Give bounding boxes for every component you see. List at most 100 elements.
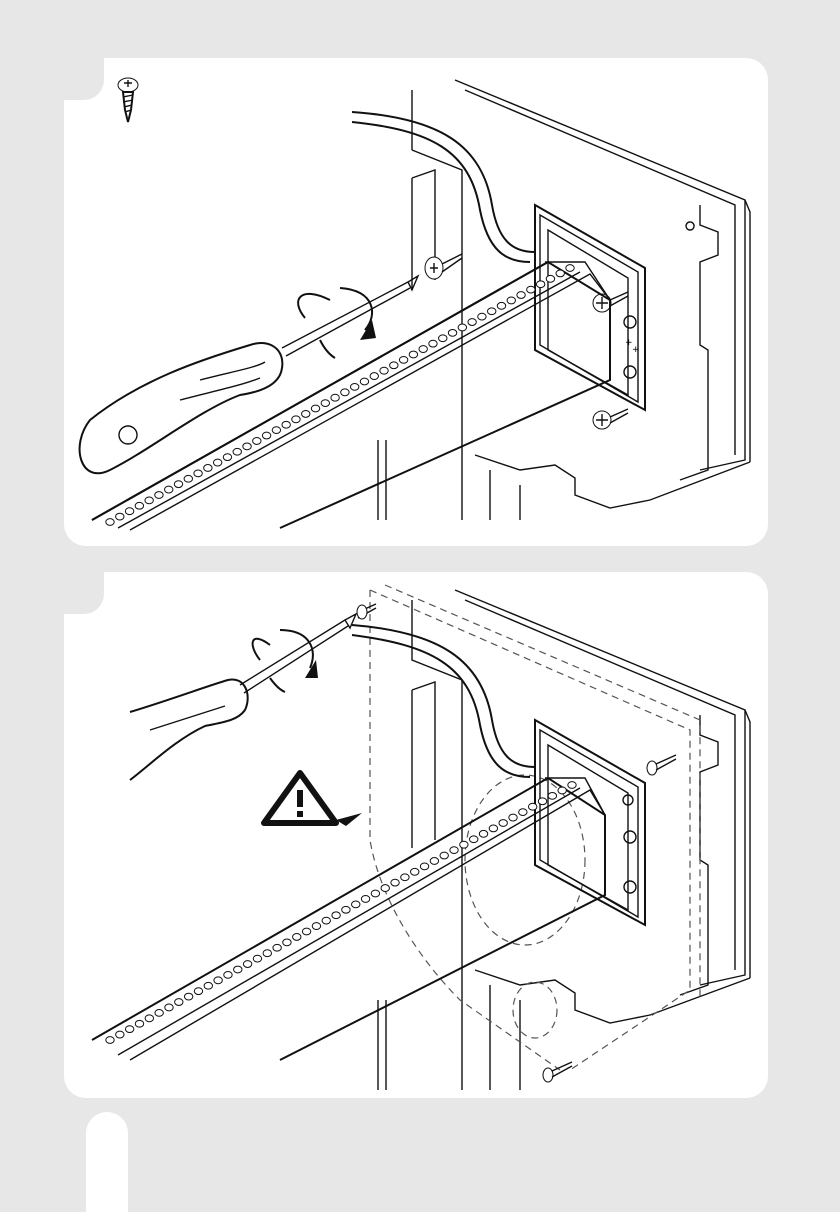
led-dot	[243, 961, 251, 968]
led-dot	[116, 513, 124, 520]
svg-text:+: +	[632, 345, 640, 355]
rotation-arrow	[298, 288, 376, 358]
led-dot	[440, 852, 448, 859]
led-dot	[556, 270, 564, 277]
led-dot	[527, 286, 535, 293]
led-dot	[282, 421, 290, 428]
led-dot	[488, 308, 496, 315]
cable	[352, 112, 535, 262]
led-dot	[116, 1031, 124, 1038]
led-dot	[135, 1020, 143, 1027]
frame-screw-bottom	[593, 409, 628, 429]
led-dot	[214, 977, 222, 984]
led-dot	[125, 1026, 133, 1033]
wall-box-outline	[378, 80, 750, 520]
led-dot	[223, 454, 231, 461]
led-dot	[566, 265, 574, 272]
led-dot	[155, 492, 163, 499]
loose-screw	[425, 254, 462, 279]
led-dot	[499, 820, 507, 827]
led-dot	[399, 356, 407, 363]
led-dot	[234, 966, 242, 973]
illustration-step-2	[92, 585, 750, 1090]
led-dot	[204, 982, 212, 989]
led-dot	[165, 486, 173, 493]
led-dot	[546, 275, 554, 282]
led-dot	[568, 782, 576, 789]
screwdriver-2	[130, 614, 356, 780]
led-dot	[430, 858, 438, 865]
led-dot	[460, 841, 468, 848]
led-dot	[517, 292, 525, 299]
led-dot	[332, 912, 340, 919]
led-dot	[380, 367, 388, 374]
led-dot	[312, 923, 320, 930]
led-dot	[420, 863, 428, 870]
led-dot	[194, 470, 202, 477]
led-dot	[174, 481, 182, 488]
led-dot	[370, 373, 378, 380]
led-dot	[224, 971, 232, 978]
led-dot	[321, 400, 329, 407]
switch-frame-2	[535, 720, 645, 925]
cable-2	[352, 625, 535, 777]
led-dot	[135, 502, 143, 509]
led-dot	[468, 319, 476, 326]
led-dot	[106, 519, 114, 526]
led-dot	[352, 901, 360, 908]
led-dot	[409, 351, 417, 358]
led-dot	[509, 814, 517, 821]
led-dot	[390, 362, 398, 369]
led-dot	[213, 459, 221, 466]
led-dot	[204, 465, 212, 472]
led-dot	[528, 803, 536, 810]
cover-screw-bottom	[543, 1062, 572, 1082]
cover-screw-top-left	[357, 604, 376, 619]
led-dot	[283, 939, 291, 946]
led-dot	[479, 830, 487, 837]
led-dot	[536, 281, 544, 288]
led-dot	[341, 389, 349, 396]
led-dot	[548, 792, 556, 799]
led-dot	[194, 988, 202, 995]
led-dot	[381, 885, 389, 892]
led-dot	[125, 508, 133, 515]
led-dot	[361, 896, 369, 903]
screw-icon	[118, 78, 138, 122]
led-dot	[233, 448, 241, 455]
led-dot	[458, 324, 466, 331]
led-dot	[489, 825, 497, 832]
led-dot	[145, 497, 153, 504]
rotation-arrow-2	[253, 630, 318, 692]
led-dot	[538, 798, 546, 805]
led-dot	[448, 329, 456, 336]
led-dot	[478, 313, 486, 320]
led-dot	[322, 917, 330, 924]
led-dot	[331, 394, 339, 401]
cover-screw-right	[647, 755, 676, 775]
led-dot	[165, 1004, 173, 1011]
led-dot	[155, 1009, 163, 1016]
led-dot	[272, 427, 280, 434]
led-dot	[293, 934, 301, 941]
led-dot	[419, 346, 427, 353]
led-dot	[253, 438, 261, 445]
led-dot	[558, 787, 566, 794]
led-dot	[292, 416, 300, 423]
led-dot	[439, 335, 447, 342]
switch-frame: + +	[535, 205, 645, 410]
wall-box-outline-2	[378, 590, 750, 1090]
led-dot	[311, 405, 319, 412]
led-dot	[371, 890, 379, 897]
led-dot	[253, 955, 261, 962]
led-dot	[350, 383, 358, 390]
led-dots	[106, 265, 574, 526]
led-dot	[360, 378, 368, 385]
led-dot	[391, 879, 399, 886]
led-dot	[429, 340, 437, 347]
led-dot	[411, 868, 419, 875]
led-dot	[450, 847, 458, 854]
warning-triangle-icon	[264, 773, 362, 826]
led-dot	[184, 993, 192, 1000]
led-dot	[470, 836, 478, 843]
